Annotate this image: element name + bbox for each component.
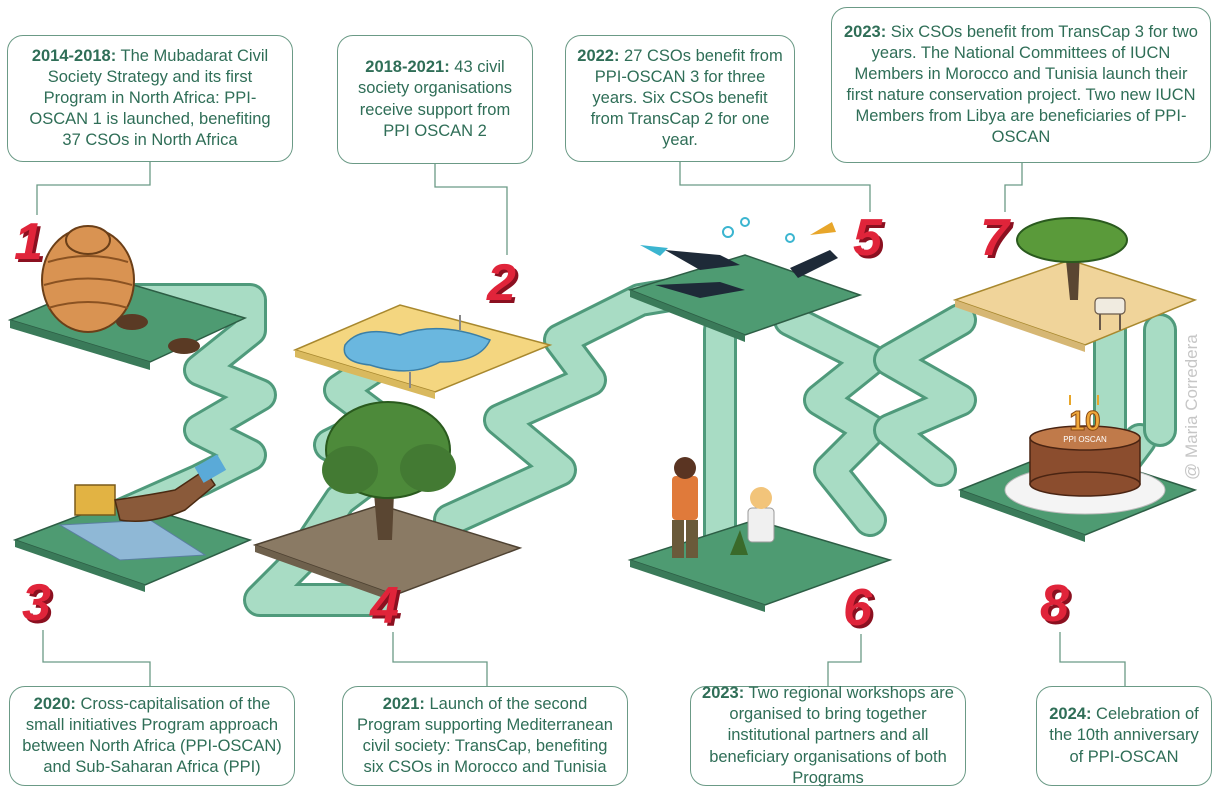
milestone-number: 3	[22, 574, 51, 632]
milestone-year: 2024:	[1049, 705, 1092, 724]
soil-island	[252, 504, 523, 596]
path-fill	[876, 306, 974, 484]
milestone-text: Two regional workshops are organised to …	[709, 684, 954, 787]
milestone-year: 2020:	[33, 694, 76, 713]
connector-2	[434, 164, 508, 255]
milestone-text: The Mubadarat Civil Society Strategy and…	[29, 46, 271, 150]
connector-7	[1004, 163, 1023, 212]
connector-1	[36, 162, 151, 215]
acacia-icon	[1016, 217, 1128, 263]
connector-3	[42, 630, 151, 686]
milestone-box-1: 2014-2018: The Mubadarat Civil Society S…	[7, 35, 293, 162]
island-7-acacia	[952, 217, 1198, 352]
milestone-number: 5	[853, 209, 882, 267]
milestone-number: 2	[487, 254, 516, 312]
milestone-text: 27 CSOs benefit from PPI-OSCAN 3 for thr…	[590, 46, 783, 150]
milestone-box-5: 2022: 27 CSOs benefit from PPI-OSCAN 3 f…	[565, 35, 795, 162]
cake-number: 10	[1069, 405, 1100, 436]
connector-8	[1059, 632, 1126, 686]
island-8-cake: PPI OSCAN 10	[957, 395, 1198, 542]
path-fill	[776, 306, 884, 534]
milestone-text: 43 civil society organisations receive s…	[357, 58, 513, 140]
milestone-year: 2023:	[844, 22, 887, 41]
connector-6	[827, 634, 862, 686]
milestone-year: 2021:	[382, 694, 425, 713]
milestone-box-7: 2023: Six CSOs benefit from TransCap 3 f…	[831, 7, 1211, 163]
milestone-number: 1	[14, 213, 43, 271]
milestone-text: Celebration of the 10th anniversary of P…	[1049, 705, 1199, 766]
milestone-text: Cross-capitalisation of the small initia…	[22, 694, 282, 777]
milestone-box-6: 2023: Two regional workshops are organis…	[690, 684, 966, 787]
person-icon	[747, 507, 775, 543]
milestone-number: 7	[980, 209, 1009, 267]
island-3-handshake	[12, 454, 253, 592]
person-icon	[672, 476, 698, 520]
lake-icon	[343, 327, 492, 372]
milestone-number: 4	[370, 577, 399, 635]
artist-credit: @ Maria Corredera	[1182, 334, 1201, 480]
connector-4	[392, 632, 488, 686]
milestone-year: 2018-2021:	[365, 58, 450, 77]
milestone-number: 6	[843, 579, 872, 637]
goat-icon	[1094, 297, 1126, 315]
milestone-year: 2022:	[577, 46, 620, 65]
cake-label: PPI OSCAN	[1063, 435, 1107, 444]
connector-lines	[36, 162, 1126, 686]
milestone-text: Six CSOs benefit from TransCap 3 for two…	[846, 22, 1198, 147]
island-6-planting	[627, 457, 893, 612]
milestone-box-2: 2018-2021: 43 civil society organisation…	[337, 35, 533, 164]
island-4-tree	[252, 401, 523, 602]
connector-5	[679, 162, 871, 212]
milestone-number: 8	[1040, 575, 1069, 633]
milestone-box-4: 2021: Launch of the second Program suppo…	[342, 686, 628, 786]
milestone-box-8: 2024: Celebration of the 10th anniversar…	[1036, 686, 1212, 786]
milestone-year: 2023:	[702, 684, 745, 703]
milestone-text: Launch of the second Program supporting …	[357, 694, 613, 777]
island-2-lake	[292, 304, 553, 399]
island-5-divers	[627, 217, 863, 342]
handshake-icon	[74, 484, 116, 516]
milestone-box-3: 2020: Cross-capitalisation of the small …	[9, 686, 295, 786]
milestone-year: 2014-2018:	[31, 46, 117, 65]
diver-icon	[665, 250, 740, 270]
island-1-beehive	[7, 225, 248, 370]
map-icon	[58, 519, 207, 561]
